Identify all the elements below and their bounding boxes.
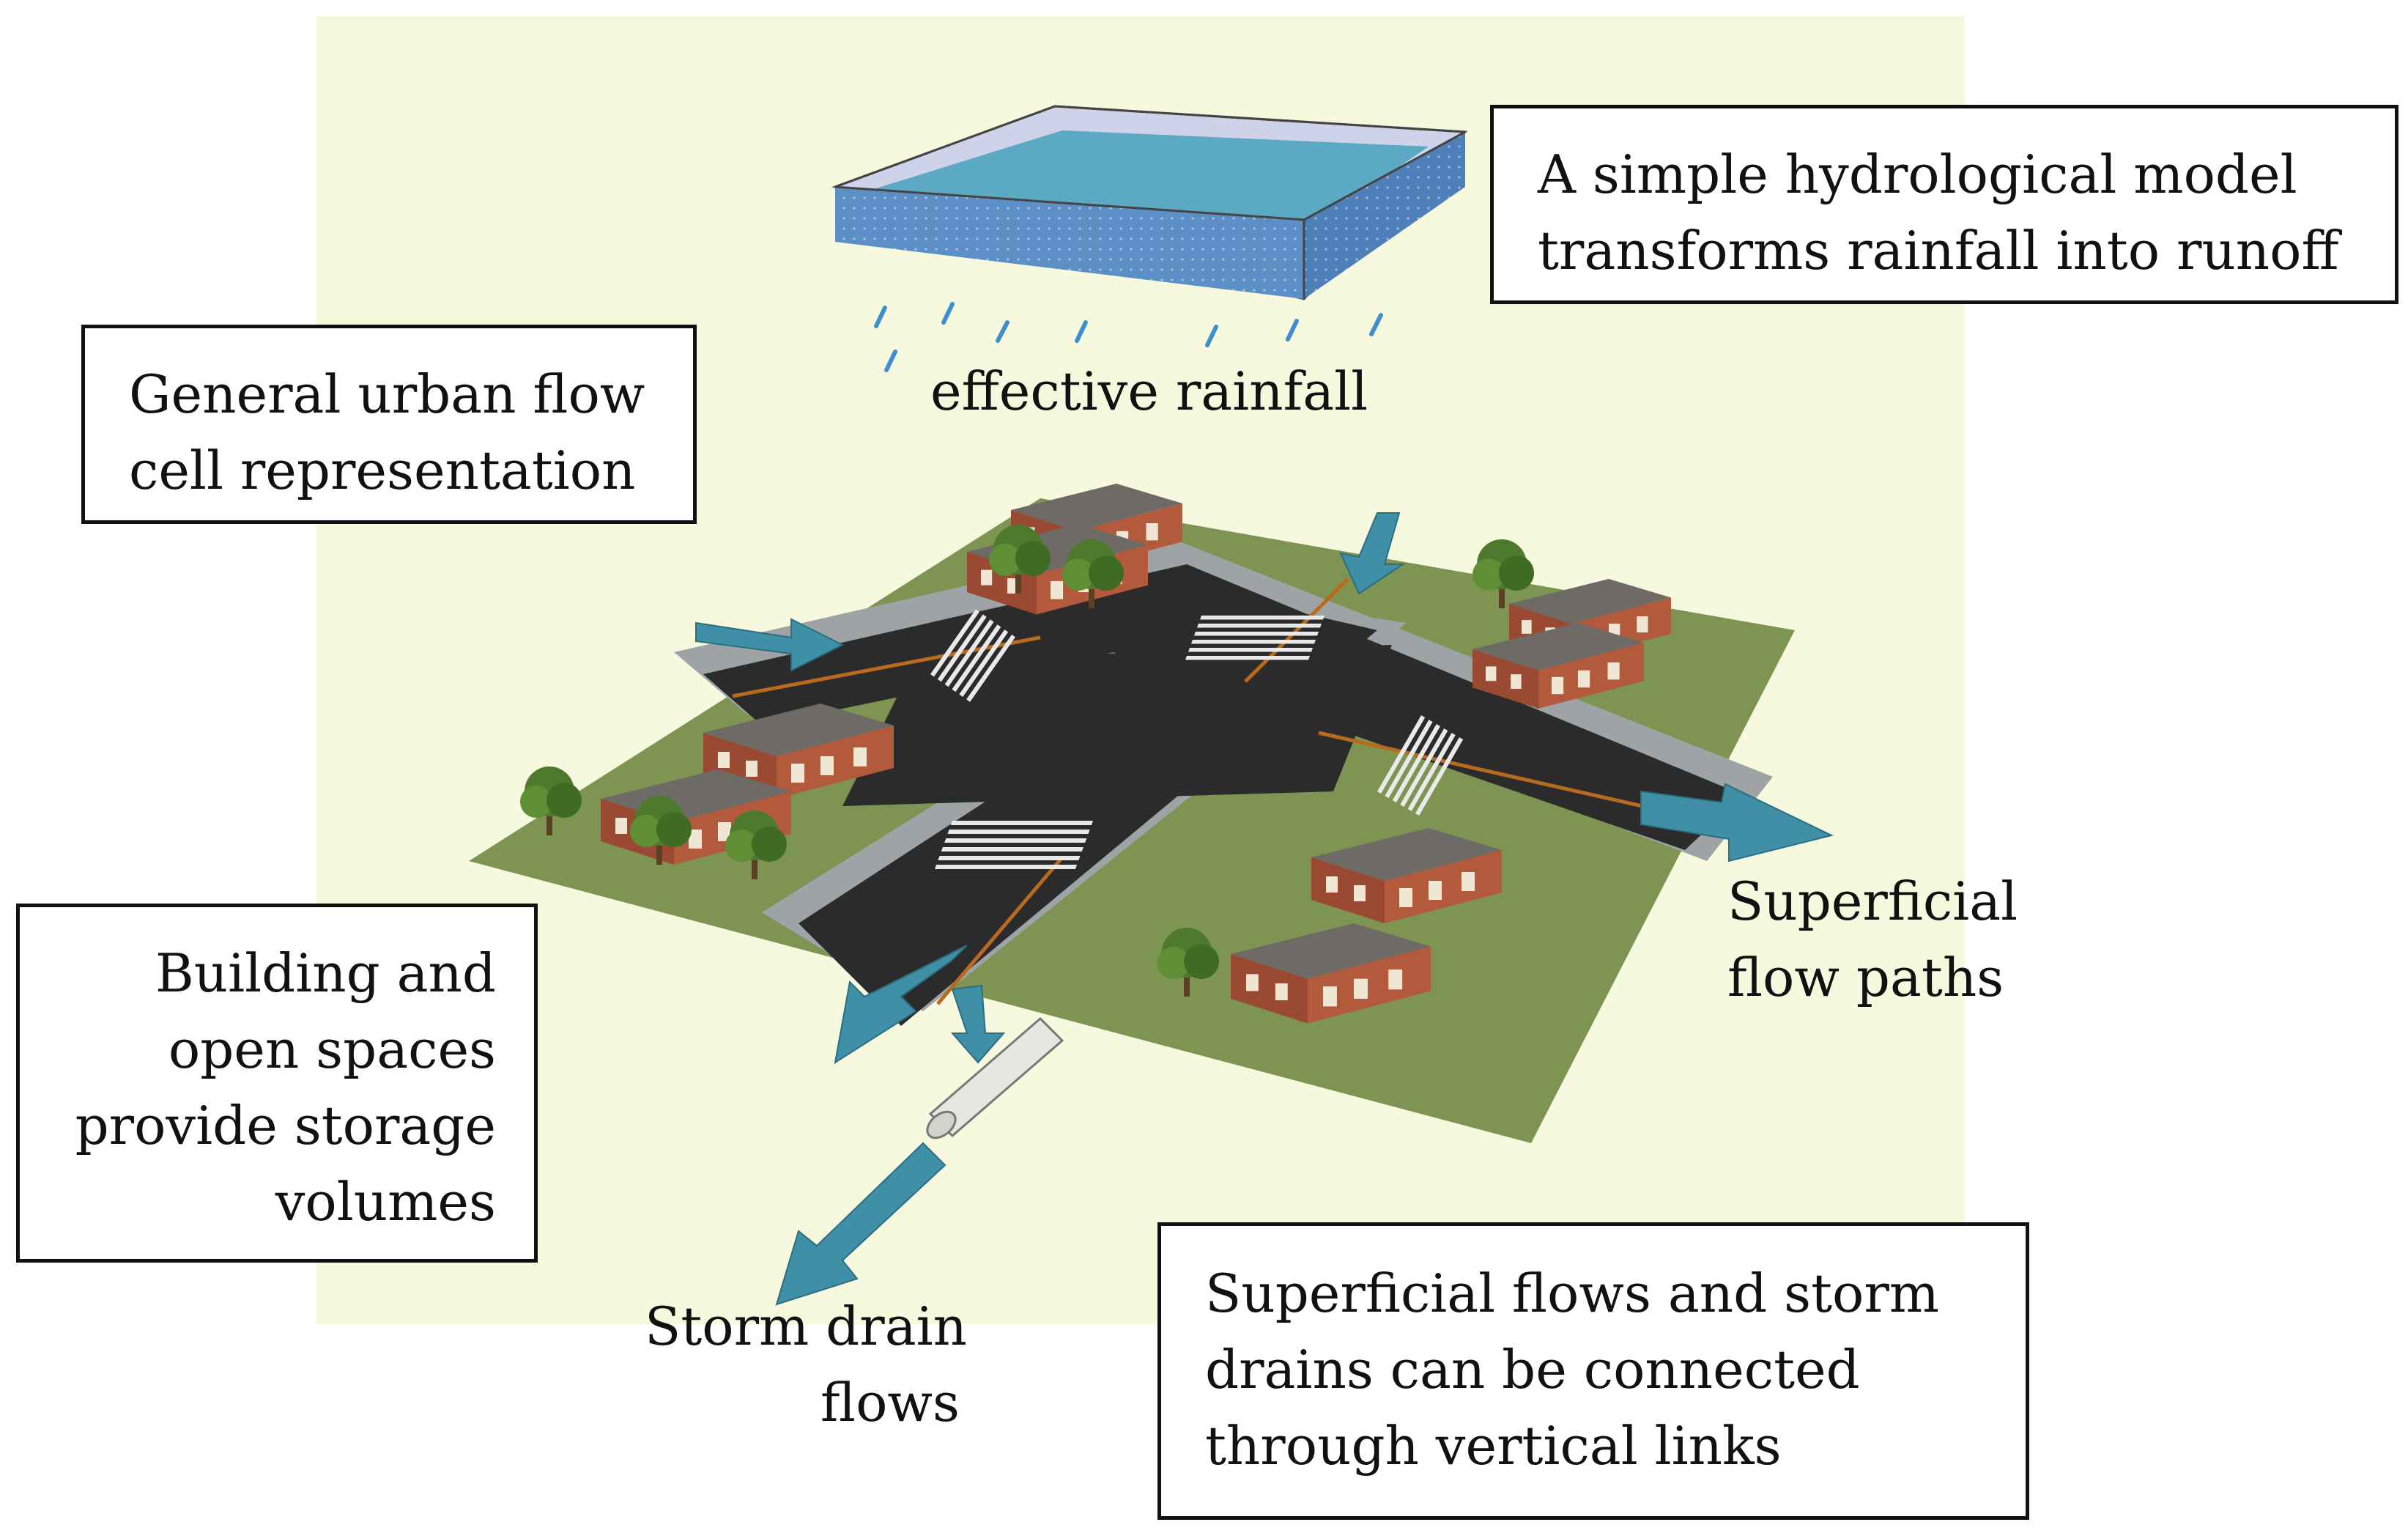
hydrological-tank	[831, 105, 1468, 300]
cell-callout-line-2: cell representation	[129, 440, 636, 501]
flow-arrows	[695, 512, 1834, 1306]
outflow-arrow-bottom-left	[834, 945, 968, 1065]
storage-callout-line-1: Building and	[155, 942, 496, 1004]
storm-drain-label: Storm drain flows	[645, 1288, 968, 1441]
outflow-arrow-right	[1640, 783, 1834, 862]
storage-callout-line-3: provide storage	[75, 1095, 496, 1156]
model-callout-line-2: transforms rainfall into runoff	[1538, 220, 2339, 281]
storm-drain-arrow	[775, 1142, 946, 1306]
inflow-arrow-left	[695, 618, 845, 672]
storage-callout-line-2: open spaces	[168, 1019, 496, 1080]
storm-label-line-2: flows	[820, 1372, 960, 1433]
links-callout-line-2: drains can be connected	[1205, 1339, 1860, 1400]
model-callout: A simple hydrological model transforms r…	[1490, 105, 2398, 304]
cell-callout: General urban flow cell representation	[81, 325, 697, 524]
superficial-flow-label: Superficial flow paths	[1727, 863, 2018, 1016]
links-callout-line-1: Superficial flows and storm	[1205, 1263, 1940, 1324]
model-callout-line-1: A simple hydrological model	[1538, 144, 2297, 205]
links-callout: Superficial flows and storm drains can b…	[1157, 1222, 2029, 1520]
inflow-arrow-top	[1339, 512, 1406, 595]
outflow-arrow-bottom	[950, 984, 1006, 1064]
superficial-label-line-2: flow paths	[1727, 947, 2004, 1008]
links-callout-line-3: through vertical links	[1205, 1415, 1782, 1477]
storage-callout-line-4: volumes	[275, 1171, 496, 1233]
storage-callout: Building and open spaces provide storage…	[16, 904, 538, 1263]
rainfall-label: effective rainfall	[930, 361, 1368, 422]
rain-drops	[874, 302, 1383, 372]
storm-label-line-1: Storm drain	[645, 1296, 968, 1357]
cell-callout-line-1: General urban flow	[129, 363, 645, 425]
superficial-label-line-1: Superficial	[1727, 871, 2018, 932]
